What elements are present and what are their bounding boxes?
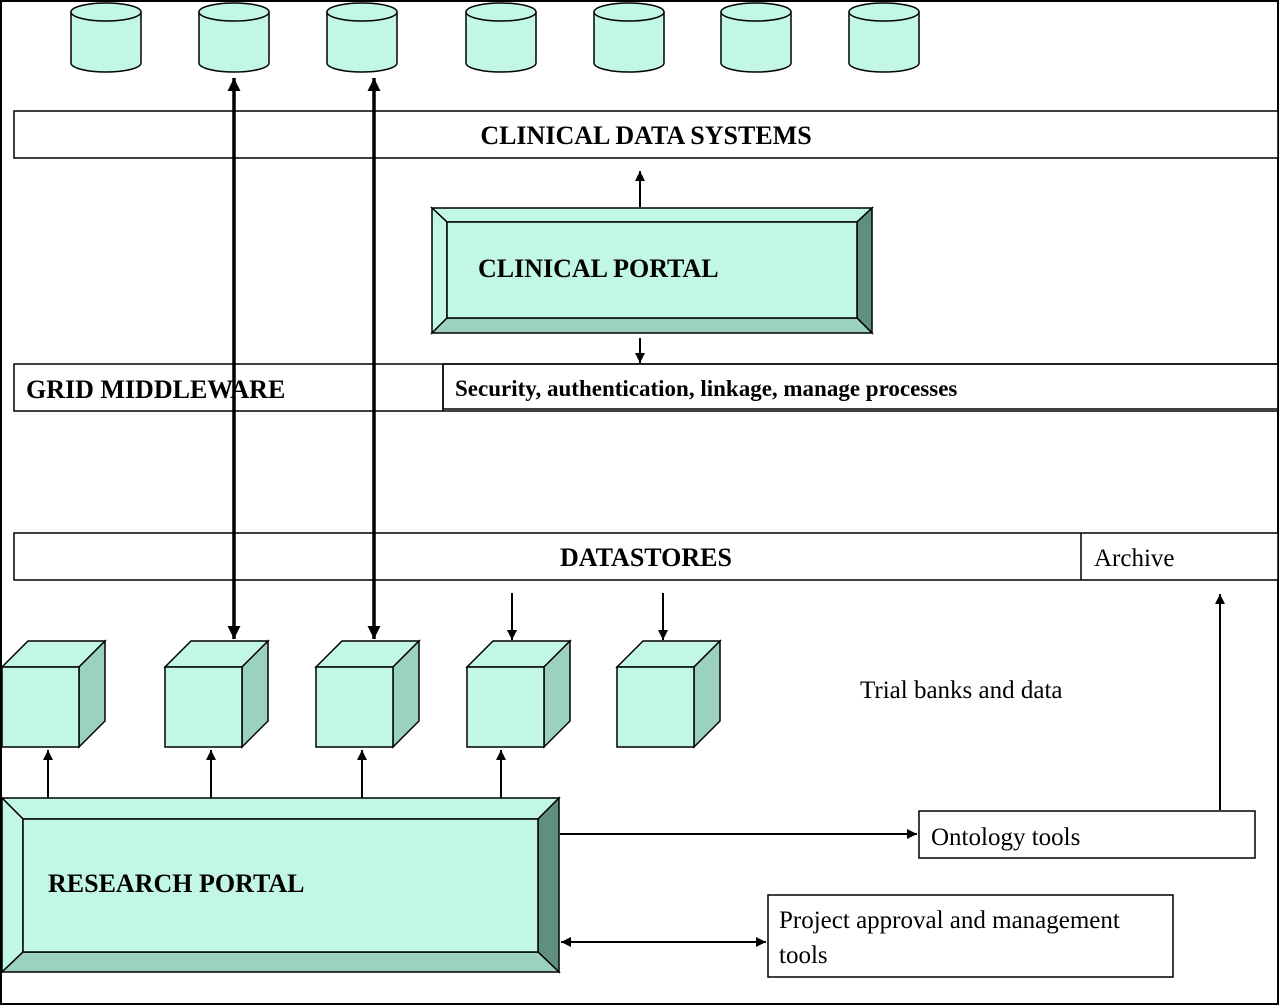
database-icon	[465, 2, 537, 73]
datastores-bar	[13, 532, 1279, 581]
grid-middleware-detail: Security, authentication, linkage, manag…	[455, 376, 957, 401]
database-icon	[198, 2, 270, 73]
database-icon	[848, 2, 920, 73]
grid-middleware-bar	[13, 363, 1279, 412]
connector-arrows	[43, 78, 1225, 947]
datastore-cube-icon	[465, 639, 572, 749]
clinical-portal: CLINICAL PORTAL	[430, 206, 874, 335]
archive-label: Archive	[1094, 545, 1175, 572]
clinical-databases	[70, 2, 920, 73]
database-icon	[720, 2, 792, 73]
datastores-label: DATASTORES	[560, 543, 732, 572]
datastore-cube-icon	[163, 639, 270, 749]
project-tools-label-line2: tools	[779, 942, 828, 969]
grid-middleware-label: GRID MIDDLEWARE	[26, 375, 285, 404]
database-icon	[326, 2, 398, 73]
datastore-cube-icon	[615, 639, 722, 749]
ontology-tools-box	[918, 810, 1256, 859]
clinical-data-systems-label: CLINICAL DATA SYSTEMS	[480, 121, 811, 150]
clinical-portal-label: CLINICAL PORTAL	[478, 254, 719, 283]
datastore-cube-icon	[0, 639, 107, 749]
database-icon	[593, 2, 665, 73]
ontology-tools-label: Ontology tools	[931, 824, 1080, 851]
research-portal-label: RESEARCH PORTAL	[48, 869, 304, 898]
research-portal: RESEARCH PORTAL	[0, 796, 561, 974]
clinical-data-systems-bar	[13, 110, 1279, 159]
project-tools-label-line1: Project approval and management	[779, 907, 1120, 934]
trial-banks-label: Trial banks and data	[860, 677, 1063, 704]
datastore-cube-icon	[314, 639, 421, 749]
project-tools-box	[767, 894, 1174, 978]
datastore-cubes	[0, 639, 722, 749]
database-icon	[70, 2, 142, 73]
grid-middleware-detail-box	[442, 363, 1279, 410]
